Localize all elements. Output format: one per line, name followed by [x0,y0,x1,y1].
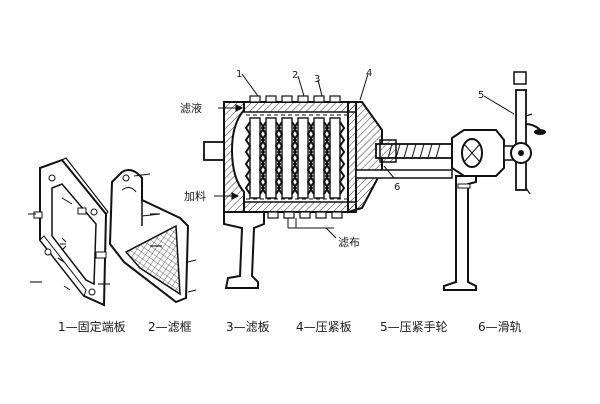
legend-item: 3—滤板 [226,320,270,334]
slide-rail [355,169,453,179]
right-stand [443,175,477,291]
callout-5: 5 [478,90,484,101]
callout-4: 4 [366,68,372,79]
flow-arrows [30,104,244,285]
left-leg [223,211,265,289]
legend-item: 6—滑轨 [478,320,522,334]
callout-3: 3 [314,74,320,85]
callout-2: 2 [292,70,298,81]
legend-item: 5—压紧手轮 [380,320,448,334]
fixed-end-plate [223,101,245,213]
press-body [203,95,383,289]
frame-perspective [28,157,109,307]
callout-6: 6 [394,182,400,193]
legend: 1—固定端板 2—滤框 3—滤板 4—压紧板 5—压紧手轮 6—滑轨 [58,319,522,334]
legend-item: 4—压紧板 [296,320,352,334]
filter-cloth-label: 滤布 [338,236,360,249]
callout-1: 1 [236,69,242,80]
plate-perspective [108,169,197,304]
filtrate-label: 滤液 [180,101,202,115]
handwheel-column [515,89,527,191]
leader-lines [241,73,515,239]
legend-item: 1—固定端板 [58,319,126,334]
legend-item: 2—滤框 [148,320,192,334]
screw-and-frame [355,71,546,291]
feed-label: 加料 [184,189,206,203]
